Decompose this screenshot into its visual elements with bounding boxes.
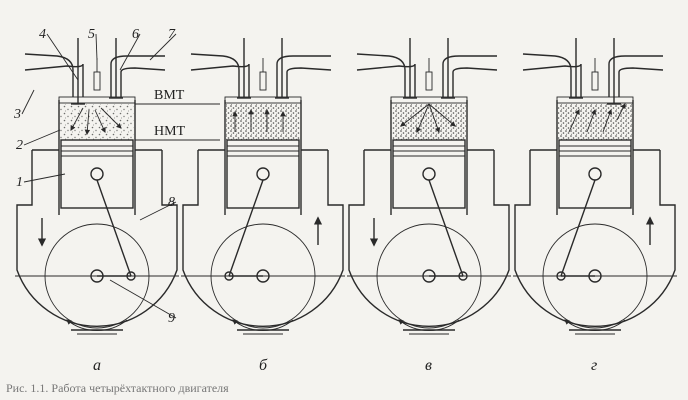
- part-label-2: 2: [16, 138, 23, 153]
- part-label-5: 5: [88, 27, 95, 42]
- figure-caption: Рис. 1.1. Работа четырёхтактного двигате…: [6, 381, 229, 395]
- panel-letter: г: [591, 357, 597, 374]
- combustion-chamber-charge: [226, 104, 300, 140]
- combustion-chamber-charge: [558, 104, 632, 140]
- crank-pin: [224, 271, 234, 281]
- gas-flow-arrow: [602, 108, 613, 133]
- gas-flow-arrow: [428, 103, 456, 127]
- gas-flow-arrow: [100, 107, 122, 129]
- rotation-arrow: [398, 319, 460, 331]
- piston: [226, 139, 300, 209]
- engine-panel-в: в: [347, 38, 511, 374]
- crankcase-outline: [514, 150, 676, 327]
- crankcase-outline: [16, 150, 178, 327]
- combustion-chamber-charge: [392, 104, 466, 140]
- leader-line-3: [21, 89, 35, 115]
- cylinder-head: [390, 96, 468, 104]
- panel-letter: б: [259, 357, 268, 374]
- gas-flow-arrow: [616, 103, 626, 121]
- engine-panel-б: б: [181, 38, 345, 374]
- rotation-arrow: [66, 319, 128, 331]
- gas-flow-arrow: [84, 109, 91, 136]
- spark-plug: [93, 71, 101, 91]
- piston-pin: [588, 167, 602, 181]
- piston: [60, 139, 134, 209]
- part-label-3: 3: [13, 107, 21, 122]
- connecting-rod: [228, 179, 264, 277]
- cylinder-head: [224, 96, 302, 104]
- piston-pin: [90, 167, 104, 181]
- exhaust-port: [442, 55, 498, 97]
- connecting-rod: [560, 179, 596, 277]
- intake-port: [24, 53, 84, 97]
- piston: [558, 139, 632, 209]
- part-label-7: 7: [168, 27, 176, 42]
- connecting-rod: [96, 179, 132, 277]
- piston-pin: [256, 167, 270, 181]
- combustion-chamber-charge: [60, 104, 134, 140]
- leader-line-7: [149, 33, 177, 61]
- leader-line-8: [139, 201, 177, 221]
- leader-line-4: [46, 33, 79, 81]
- part-label-1: 1: [16, 175, 23, 190]
- exhaust-port: [276, 55, 332, 97]
- bdc-label: НМТ: [154, 124, 186, 139]
- leader-line-9: [109, 279, 177, 319]
- gas-flow-arrow: [70, 107, 84, 131]
- spark-plug: [259, 71, 267, 91]
- leader-line-2: [23, 129, 61, 146]
- gas-flow-arrow: [586, 108, 597, 133]
- gas-flow-arrow: [94, 109, 106, 133]
- crank-pin: [556, 271, 566, 281]
- gas-flow-arrow: [568, 109, 580, 133]
- intake-port: [522, 53, 582, 97]
- crankcase-outline: [348, 150, 510, 327]
- gas-flow-arrow: [416, 103, 430, 133]
- part-label-9: 9: [168, 311, 175, 326]
- rotation-arrow: [564, 319, 626, 331]
- exhaust-port: [608, 55, 664, 97]
- piston: [392, 139, 466, 209]
- cylinder-head: [58, 96, 136, 104]
- engine-panel-а: а: [15, 38, 179, 374]
- gas-flow-arrow: [428, 103, 441, 134]
- engine-panel-г: г: [513, 38, 677, 374]
- crank-pin: [458, 271, 468, 281]
- part-label-8: 8: [168, 195, 175, 210]
- leader-line-1: [23, 173, 66, 183]
- crankcase-outline: [182, 150, 344, 327]
- gas-flow-arrow: [400, 103, 430, 127]
- crank-pin: [126, 271, 136, 281]
- cylinder-head: [556, 96, 634, 104]
- intake-port: [356, 53, 416, 97]
- leader-line-6: [119, 33, 141, 71]
- tdc-label: ВМТ: [154, 88, 185, 103]
- part-label-4: 4: [39, 27, 46, 42]
- leader-line-5: [95, 33, 98, 61]
- rotation-arrow: [232, 319, 294, 331]
- panel-letter: а: [93, 357, 101, 374]
- part-label-6: 6: [132, 27, 139, 42]
- intake-port: [190, 53, 250, 97]
- piston-pin: [422, 167, 436, 181]
- spark-plug: [425, 71, 433, 91]
- exhaust-port: [110, 55, 166, 97]
- panel-letter: в: [425, 357, 432, 374]
- connecting-rod: [428, 179, 464, 277]
- spark-plug: [591, 71, 599, 91]
